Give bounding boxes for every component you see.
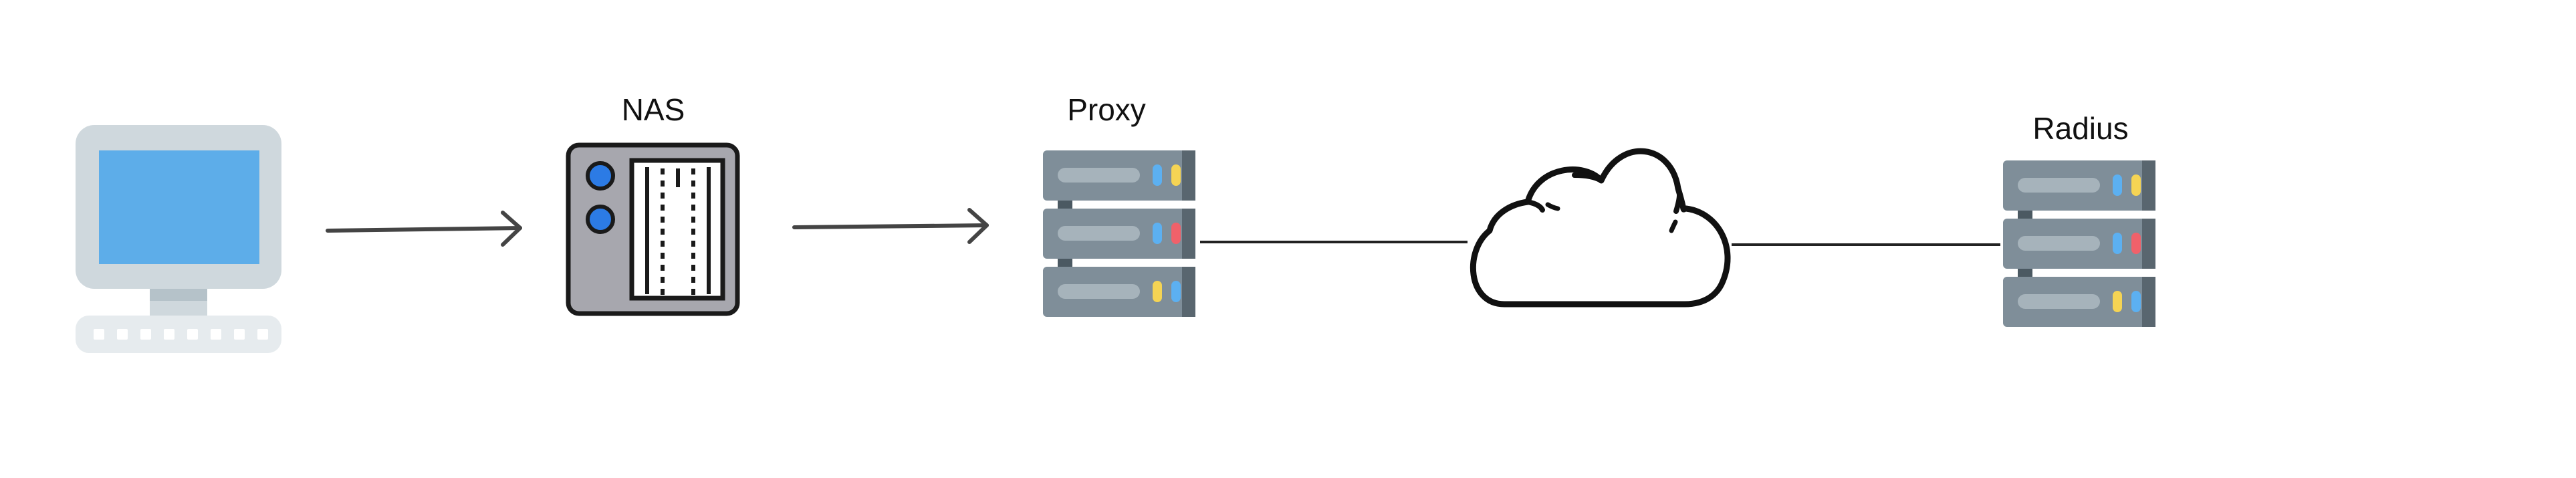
connection-computer-to-nas (326, 211, 522, 247)
nas-drive-slots (645, 167, 711, 298)
desktop-computer-icon (76, 125, 281, 353)
proxy-node: Proxy (1043, 92, 1195, 317)
server-rack-icon (2003, 160, 2155, 327)
keyboard (76, 316, 281, 353)
nas-device-icon (566, 142, 740, 316)
arrowhead (967, 208, 989, 244)
connection-nas-to-proxy (792, 208, 989, 244)
nas-button-bottom (586, 205, 615, 234)
cloud-icon (1470, 148, 1731, 308)
nas-label: NAS (622, 92, 685, 127)
arrowhead (501, 211, 522, 247)
server-rack-icon (1043, 150, 1195, 317)
radius-node: Radius (2003, 111, 2155, 327)
nas-button-top (586, 161, 615, 191)
keyboard-keys (94, 329, 268, 340)
proxy-label: Proxy (1067, 92, 1146, 127)
nas-node: NAS (566, 92, 740, 316)
monitor-stand-base (150, 301, 207, 316)
monitor-screen (99, 150, 259, 264)
radius-label: Radius (2032, 111, 2128, 146)
